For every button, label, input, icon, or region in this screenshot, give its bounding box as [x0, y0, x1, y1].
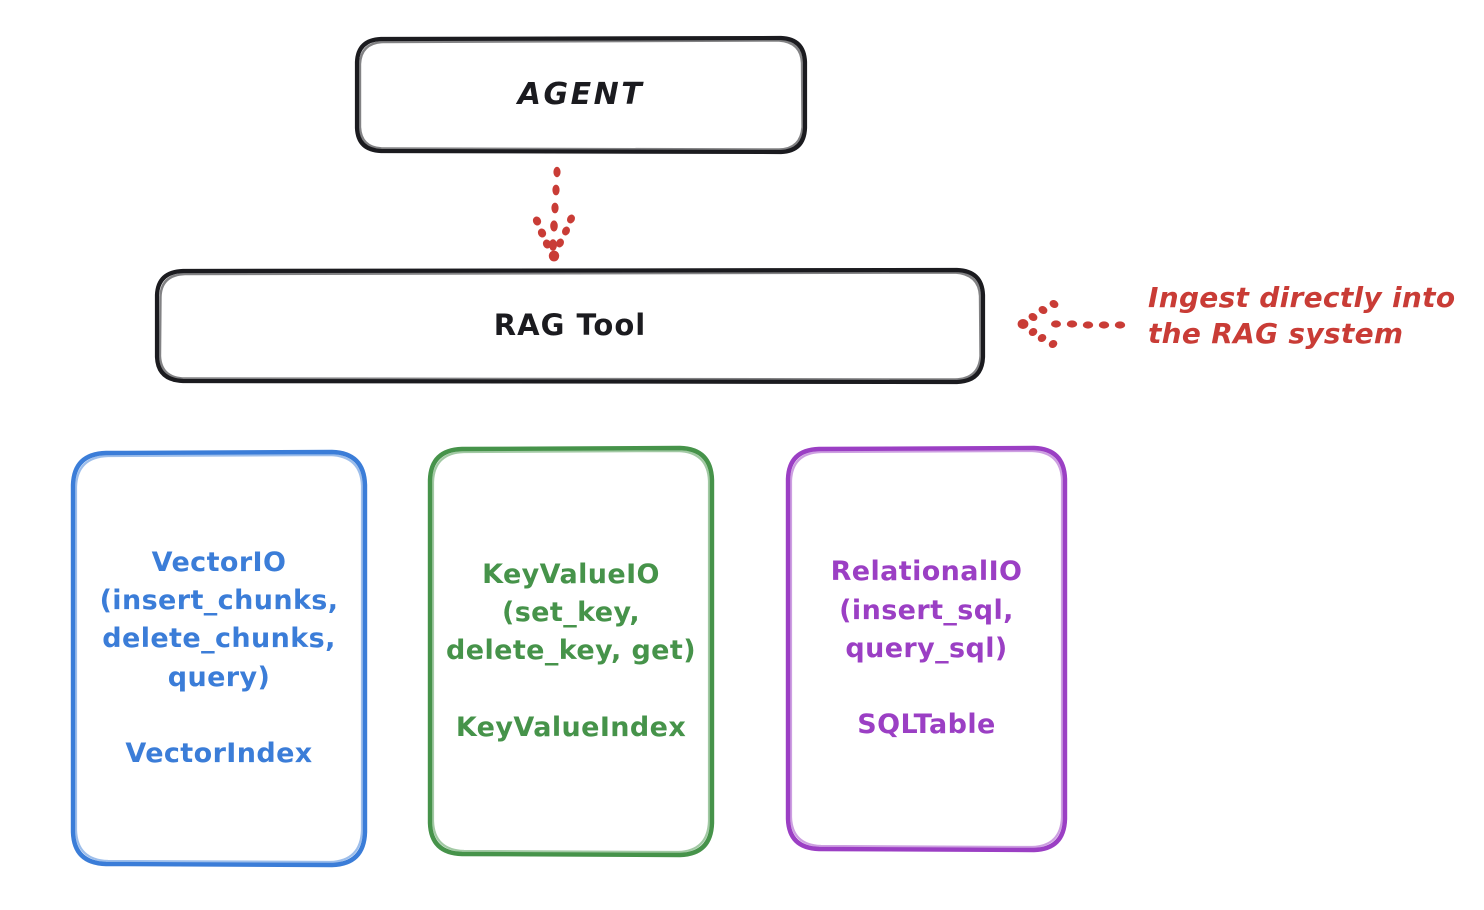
rag-tool-node[interactable]: RAG Tool: [157, 270, 983, 382]
key-value-io-label: KeyValueIO (set_key, delete_key, get) Ke…: [446, 558, 696, 743]
vector-io-node[interactable]: VectorIO (insert_chunks, delete_chunks, …: [73, 452, 365, 865]
relational-io-label: RelationalIO (insert_sql, query_sql) SQL…: [830, 556, 1023, 741]
vector-io-label: VectorIO (insert_chunks, delete_chunks, …: [99, 546, 339, 770]
agent-node[interactable]: AGENT: [357, 38, 805, 152]
key-value-io-node[interactable]: KeyValueIO (set_key, delete_key, get) Ke…: [430, 448, 712, 855]
agent-to-rag-tool-arrow: [532, 166, 575, 262]
relational-io-node[interactable]: RelationalIO (insert_sql, query_sql) SQL…: [788, 448, 1065, 850]
rag-tool-label: RAG Tool: [493, 308, 647, 343]
agent-label: AGENT: [517, 76, 645, 112]
ingest-annotation-label: Ingest directly into the RAG system: [1148, 281, 1456, 351]
ingest-arrow: [1017, 300, 1126, 348]
